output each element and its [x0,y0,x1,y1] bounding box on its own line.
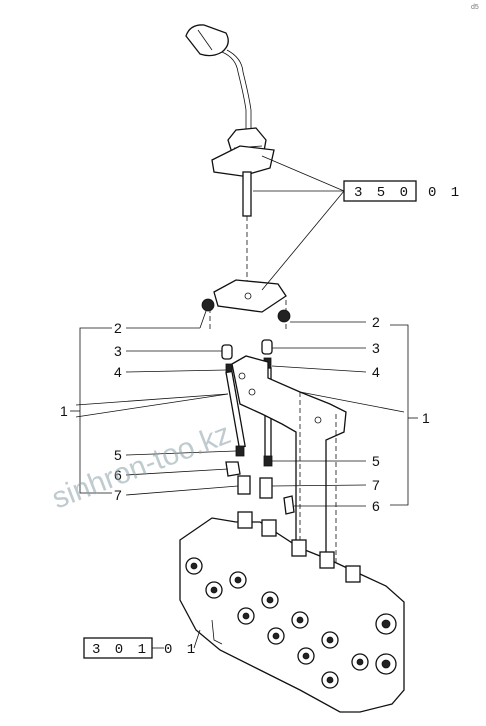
lever-knob-highlight [197,29,213,51]
spool-2 [261,519,277,537]
left-callout-labels: 1 2 3 4 5 6 7 [60,320,122,503]
control-lever [185,24,275,290]
valve-fitting [211,619,223,645]
corner-mark: d5 [471,4,479,11]
plate-hole-1 [238,372,246,380]
callout-right-6: 6 [372,498,380,514]
left-ball-2 [201,298,215,312]
leader-right-7 [271,484,367,487]
left-clip-6 [225,461,241,477]
ref-box-301-suffix: 0 1 [164,642,198,658]
callout-left-2: 2 [114,320,122,336]
callout-right-1: 1 [422,410,430,426]
spool-3 [291,539,307,557]
lever-shaft-edge [226,49,252,140]
valve-body [179,517,405,713]
leader-301 [193,629,201,649]
valve-ports [185,557,397,689]
leader-right-4 [271,365,367,373]
callout-right-4: 4 [372,364,380,380]
right-coupler-7 [259,477,273,499]
lever-mount-plate [211,145,275,177]
callout-right-5: 5 [372,453,380,469]
linkage-bracket [209,279,287,330]
ref-box-350-number: 3 5 0 [354,185,411,201]
left-coupler-7 [237,475,251,495]
valve-spools [237,511,361,583]
callout-right-2: 2 [372,314,380,330]
lever-shaft [221,51,247,140]
spool-4 [319,551,335,569]
leader-left-2b [199,310,207,329]
plate-body [231,355,347,561]
left-group-bracket [79,327,112,494]
left-linkage [201,298,251,495]
callout-right-7: 7 [372,477,380,493]
ref-box-350-frame [343,180,417,202]
lever-knob [185,24,229,57]
spool-1 [237,511,253,529]
ref-box-301: 3 0 1 0 1 [83,637,198,659]
bracket-hole [244,292,252,300]
right-nut-5 [263,455,273,467]
plate-dashed-edges [299,392,337,570]
callout-right-3: 3 [372,340,380,356]
right-callout-labels: 1 2 3 4 5 7 6 [372,314,430,514]
right-ball-2 [277,309,291,323]
watermark: sinhron-too.kz [48,417,236,515]
callout-left-6: 6 [114,467,122,483]
ref-box-350-suffix: 0 1 [428,185,462,201]
callout-left-1: 1 [60,403,68,419]
leader-350-c [261,190,345,291]
spool-5 [345,565,361,583]
left-nut-5 [235,445,245,457]
callout-left-3: 3 [114,343,122,359]
ref-box-350: 3 5 0 0 1 [343,180,462,202]
leader-left-6 [125,468,229,476]
bracket-body [213,279,287,313]
leader-left-4 [125,369,227,373]
leader-left-7 [125,485,239,496]
callout-left-5: 5 [114,447,122,463]
callout-left-4: 4 [114,364,122,380]
plate-hole-2 [248,388,256,396]
support-plate [231,355,347,570]
leader-350-b [261,155,345,192]
leader-left-5 [125,450,237,456]
leader-left-1b [75,393,229,418]
right-group-bracket [390,324,409,506]
plate-hole-3 [314,416,322,424]
ref-box-301-number: 3 0 1 [92,642,149,658]
leader-left-1 [75,393,229,406]
callout-left-7: 7 [114,487,122,503]
control-valve-block [179,511,405,713]
leader-right-1 [299,391,405,413]
lever-rod [242,171,252,217]
leader-lines [70,155,418,649]
right-bushing-3 [261,339,273,355]
right-clip-6 [283,495,295,515]
left-bushing-3 [221,344,233,360]
